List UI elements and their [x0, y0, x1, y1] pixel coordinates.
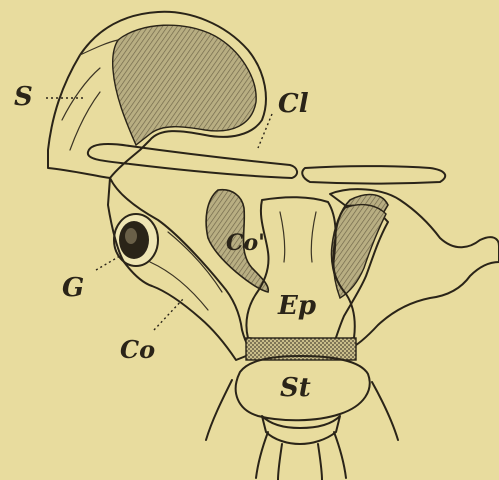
label-s: S [14, 82, 33, 112]
label-ep: Ep [277, 291, 316, 321]
label-g: G [62, 273, 84, 303]
scapula [48, 12, 266, 178]
label-co-prime: Co' [226, 230, 265, 256]
label-cl: Cl [278, 89, 309, 119]
label-st: St [280, 373, 311, 403]
label-co: Co [120, 335, 155, 364]
glenoid-cavity [114, 214, 158, 266]
